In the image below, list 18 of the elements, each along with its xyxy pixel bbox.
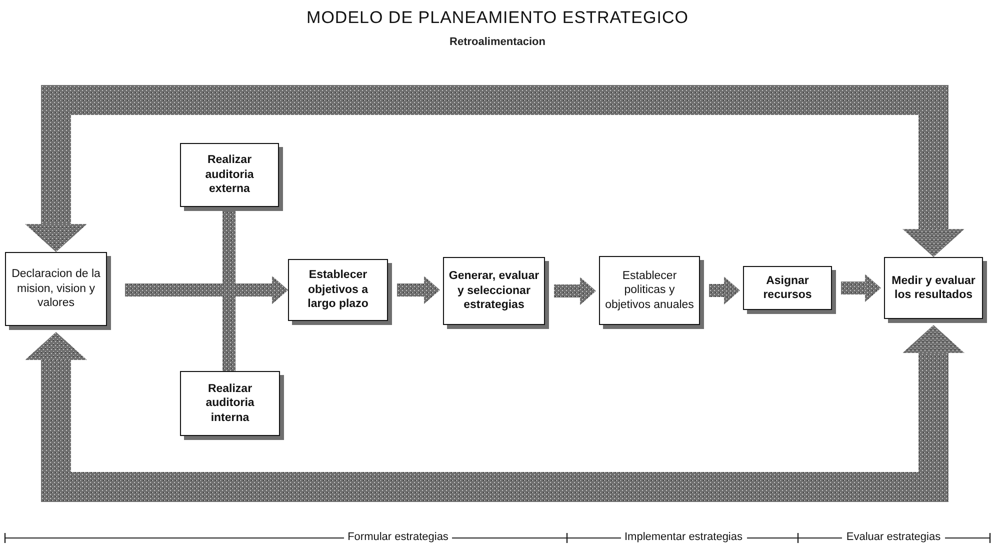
box-text: Realizar auditoria externa bbox=[204, 153, 255, 197]
phase-label: Implementar estrategias bbox=[620, 531, 746, 543]
box-text: Generar, evaluar y seleccionar estrategias bbox=[448, 269, 540, 313]
phase-label: Formular estrategias bbox=[344, 531, 452, 543]
phase-label: Evaluar estrategias bbox=[842, 531, 945, 543]
box-text: Asignar recursos bbox=[762, 274, 813, 302]
flow-arrow bbox=[397, 276, 440, 304]
diagram-title: MODELO DE PLANEAMIENTO ESTRATEGICO bbox=[306, 8, 690, 28]
box-text: Medir y evaluar los resultados bbox=[890, 274, 976, 302]
box-text: Declaracion de la mision, vision y valores bbox=[10, 267, 102, 311]
flow-arrow bbox=[709, 276, 740, 304]
flow-arrow bbox=[222, 276, 288, 371]
box-text: Establecer politicas y objetivos anuales bbox=[604, 268, 695, 312]
box-text: Establecer objetivos a largo plazo bbox=[306, 268, 370, 312]
flow-arrow bbox=[841, 274, 881, 302]
flow-arrow bbox=[554, 277, 596, 305]
box-text: Realizar auditoria interna bbox=[204, 382, 256, 426]
feedback-label: Retroalimentacion bbox=[448, 36, 546, 48]
